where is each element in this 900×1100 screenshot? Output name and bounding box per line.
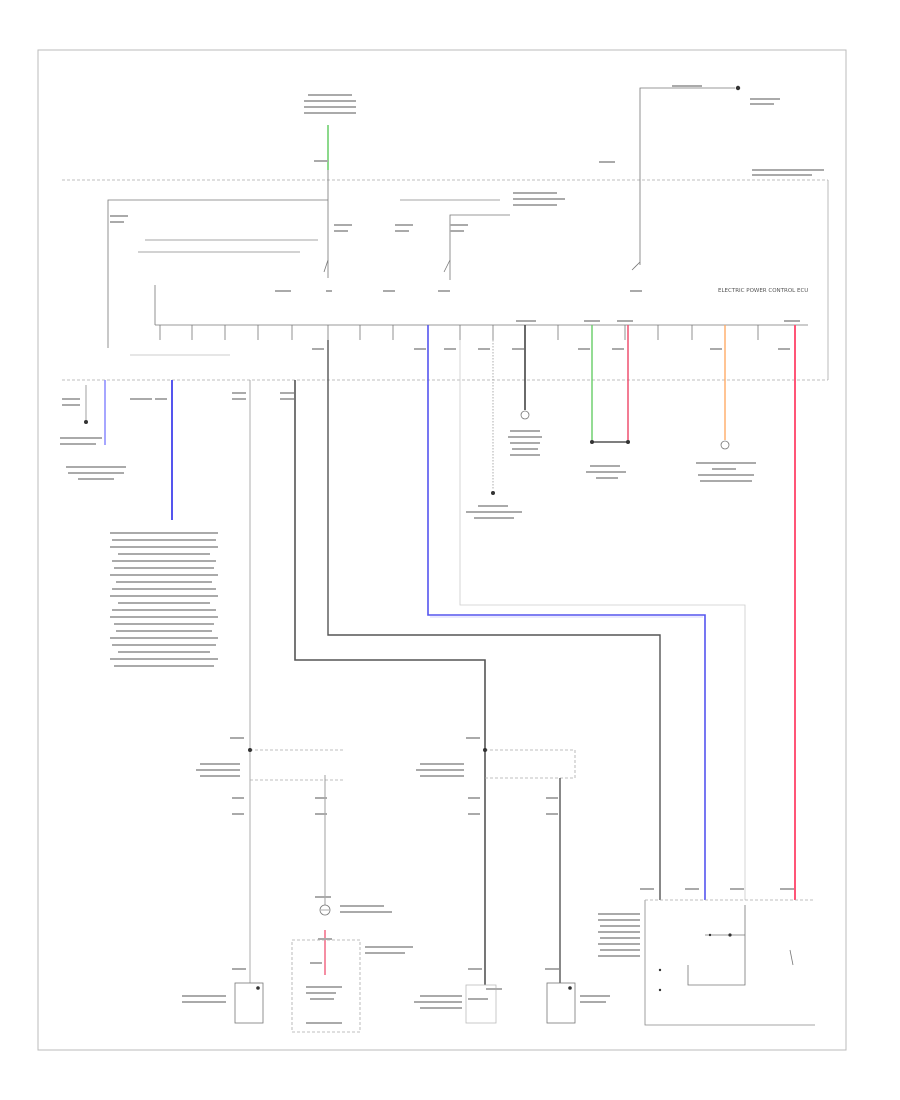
fuse-dot-right [626,440,630,444]
right-unit-internal-node [728,933,732,937]
left-labels [60,398,126,480]
connector-725 [720,440,730,450]
center-bottom-labels [414,968,502,1009]
wire-725-labels [696,462,756,482]
connector-pin-labels [312,320,800,350]
top-center-labels [304,94,356,162]
note-block-left [110,398,218,667]
ecu-internal-bus-5 [449,214,510,280]
connector-pins [159,325,796,340]
right-switch-node [483,748,487,752]
ecu-internal-labels [110,192,642,292]
top-right-ground-lead [639,87,735,180]
left-switch-labels [196,737,244,815]
top-right-ground-labels [672,85,780,105]
internal-switch-4 [323,259,329,273]
right-unit-pin-labels [598,888,794,957]
fuse-dot-left [590,440,594,444]
top-right-connector-labels [599,161,824,176]
wire-295-labels [280,392,294,400]
connector-525 [520,410,530,420]
left-switch-node [248,748,252,752]
speed-sensor-labels [315,797,392,940]
wire-493-labels [466,505,522,519]
internal-switch-5 [443,259,451,273]
wire-525-labels [508,430,542,456]
ground-symbol-top-right [735,85,741,91]
right-switch-labels [416,737,558,815]
wire-250-labels [232,392,246,400]
wire-blue-428 [427,325,706,900]
center-bottom-connector [465,984,497,1024]
diagram-frame [37,49,847,1051]
wire-gray-328 [327,340,661,900]
right-unit-internal-2 [687,905,746,986]
internal-switch-3 [631,261,641,271]
ecu-internal-bus-left [107,199,328,348]
wire-dark-295 [294,380,486,1000]
right-bottom-sensor-labels [545,968,610,1003]
ground-symbol-493 [491,491,495,495]
ground-symbol-left [84,420,88,424]
right-unit-internal-dots [658,933,712,992]
speed-sensor-module-labels [306,946,413,1024]
right-unit-outline [644,900,815,1026]
right-unit-internal-3 [789,949,794,966]
left-bottom-sensor-labels [182,968,246,1003]
wire-faint-460 [459,340,746,900]
module-title: ELECTRIC POWER CONTROL ECU [718,288,808,294]
left-bottom-sensor-dot [256,986,260,990]
fuse-labels [586,465,626,479]
right-bottom-sensor-dot [568,986,572,990]
